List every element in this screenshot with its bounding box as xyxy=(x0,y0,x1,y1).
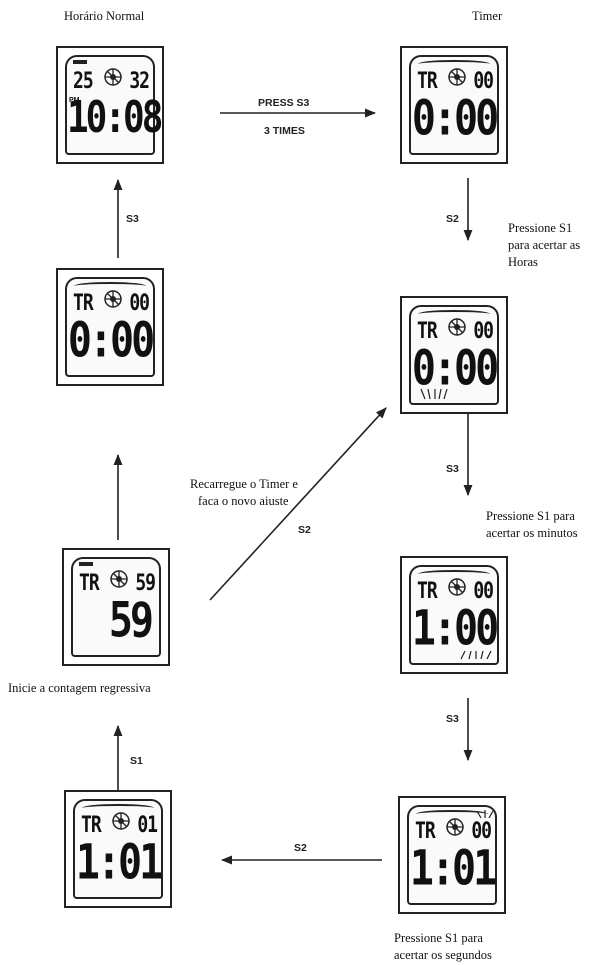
display-timer-seconds: 00 xyxy=(471,818,492,845)
blink-indicator-icon xyxy=(420,388,448,400)
mode-dial-icon xyxy=(446,818,464,836)
note-hours-line2: para acertar as xyxy=(508,238,581,252)
lcd-normal-time: 25 32 PM 10:08 xyxy=(56,46,164,164)
note-seconds-line1: Pressione S1 para xyxy=(394,931,483,945)
arrow-countdown-to-hours xyxy=(209,407,387,601)
display-ampm: PM xyxy=(69,97,80,104)
lcd-timer-seconds: TR 00 1:01 xyxy=(398,796,506,914)
display-timer-main: 0:00 xyxy=(411,91,499,147)
display-main-time: 10:08 xyxy=(67,93,163,143)
mode-dial-icon xyxy=(104,290,122,308)
mode-dial-icon xyxy=(104,68,122,86)
lcd-timer-set: TR 01 1:01 xyxy=(64,790,172,908)
note-seconds-line2: acertar os segundos xyxy=(394,948,492,962)
lcd-timer-initial: TR 00 0:00 xyxy=(400,46,508,164)
display-timer-main: 0:00 xyxy=(411,341,499,397)
display-timer-main: 0:00 xyxy=(67,313,155,369)
mode-dial-icon xyxy=(112,812,130,830)
edge-label-s2-down: S2 xyxy=(446,213,459,225)
display-timer-seconds: 00 xyxy=(473,318,494,345)
mode-dial-icon xyxy=(448,578,466,596)
display-timer-mode: TR xyxy=(417,578,438,605)
lcd-countdown: TR 59 59 xyxy=(62,548,170,666)
edge-label-s3-mid: S3 xyxy=(446,463,459,475)
mode-dial-icon xyxy=(448,68,466,86)
battery-icon xyxy=(73,60,87,64)
note-reload-line2: faca o novo aiuste xyxy=(198,494,289,508)
note-minutes-line1: Pressione S1 para xyxy=(486,509,575,523)
edge-label-s2-bottom: S2 xyxy=(294,842,307,854)
note-start-countdown: Inicie a contagem regressiva xyxy=(8,681,151,695)
display-countdown-seconds: 59 xyxy=(135,570,156,597)
display-date: 25 xyxy=(73,68,94,95)
display-timer-mode: TR xyxy=(415,818,436,845)
blink-indicator-icon xyxy=(476,810,494,819)
edge-label-press-s3: PRESS S3 xyxy=(258,97,310,109)
title-timer: Timer xyxy=(472,9,503,23)
edge-label-s2-diag: S2 xyxy=(298,524,311,536)
display-timer-mode: TR xyxy=(81,812,102,839)
blink-indicator-icon xyxy=(460,650,492,660)
mode-dial-icon xyxy=(448,318,466,336)
lcd-timer-reset: TR 00 0:00 xyxy=(56,268,164,386)
mode-dial-icon xyxy=(110,570,128,588)
display-timer-mode: TR xyxy=(73,290,94,317)
display-countdown-main: 59 xyxy=(108,593,154,649)
display-seconds: 32 xyxy=(129,68,150,95)
lcd-timer-hours: TR 00 0:00 xyxy=(400,296,508,414)
display-timer-main: 1:00 xyxy=(411,601,499,657)
edge-label-s3-low: S3 xyxy=(446,713,459,725)
display-timer-mode: TR xyxy=(417,68,438,95)
note-hours-line1: Pressione S1 xyxy=(508,221,573,235)
display-timer-mode: TR xyxy=(79,570,100,597)
display-timer-main: 1:01 xyxy=(75,835,163,891)
battery-icon xyxy=(79,562,93,566)
note-reload-line1: Recarregue o Timer e xyxy=(190,477,298,491)
edge-label-3-times: 3 TIMES xyxy=(264,125,305,137)
edge-label-s1-up: S1 xyxy=(130,755,143,767)
display-timer-seconds: 00 xyxy=(473,578,494,605)
display-timer-main: 1:01 xyxy=(409,841,497,897)
note-hours-line3: Horas xyxy=(508,255,538,269)
display-timer-seconds: 00 xyxy=(473,68,494,95)
edge-label-s3-up: S3 xyxy=(126,213,139,225)
note-minutes-line2: acertar os minutos xyxy=(486,526,578,540)
display-timer-seconds: 00 xyxy=(129,290,150,317)
display-timer-mode: TR xyxy=(417,318,438,345)
lcd-timer-minutes: TR 00 1:00 xyxy=(400,556,508,674)
display-timer-seconds: 01 xyxy=(137,812,158,839)
title-normal-time: Horário Normal xyxy=(64,9,145,23)
